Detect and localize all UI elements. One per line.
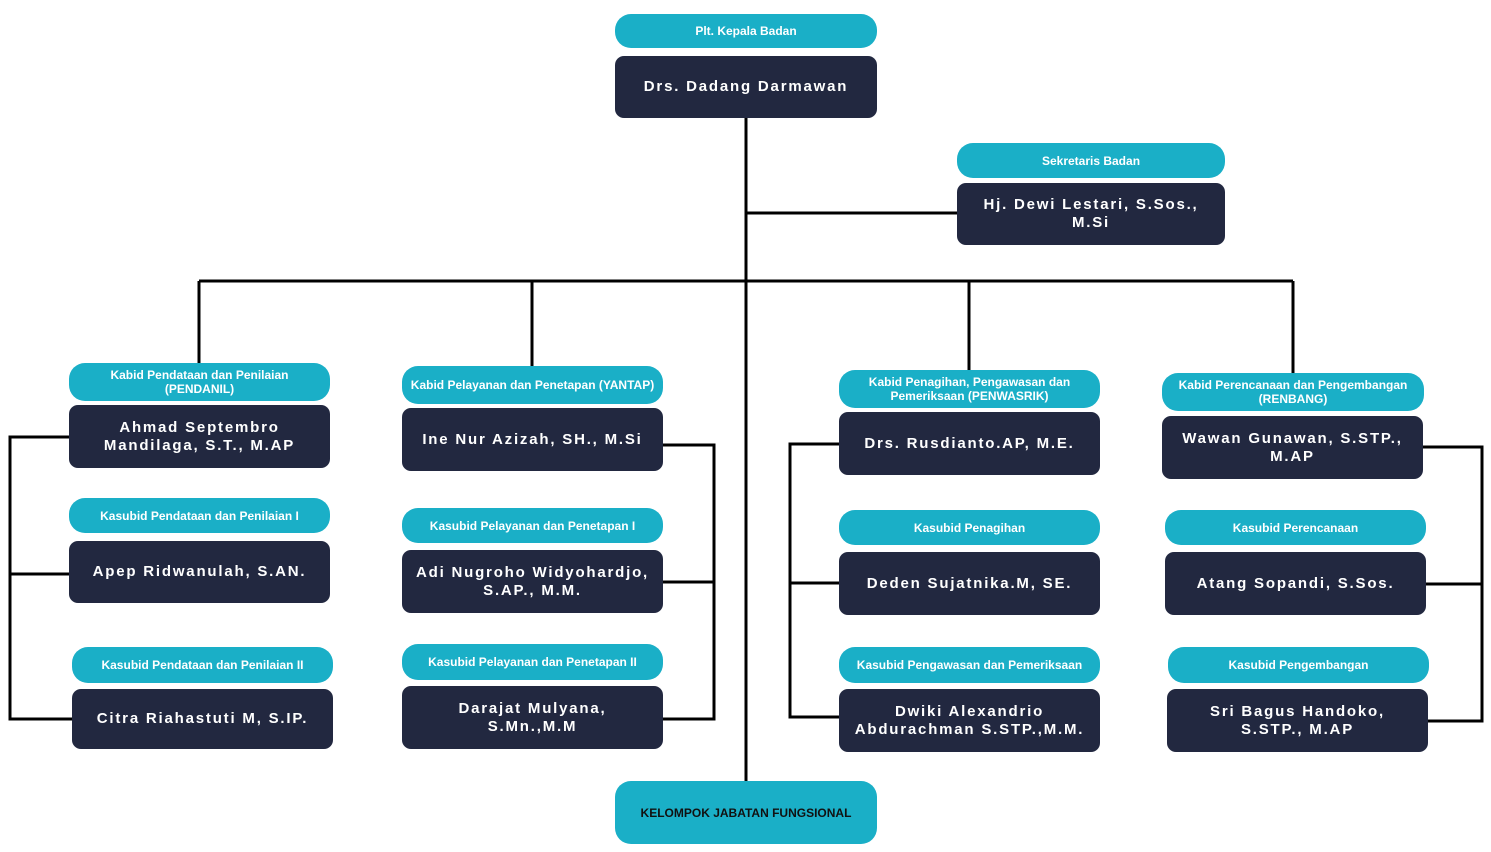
secretary-title: Sekretaris Badan [957, 143, 1225, 178]
kasubid-penagihan-title: Kasubid Penagihan [839, 510, 1100, 545]
kasubid-yantap-1-name: Adi Nugroho Widyohardjo, S.AP., M.M. [402, 550, 663, 613]
kabid-penwasrik-title: Kabid Penagihan, Pengawasan dan Pemeriks… [839, 370, 1100, 408]
kabid-pendanil-name: Ahmad Septembro Mandilaga, S.T., M.AP [69, 405, 330, 468]
kasubid-pendanil-1-name: Apep Ridwanulah, S.AN. [69, 541, 330, 603]
kasubid-pendanil-2-title: Kasubid Pendataan dan Penilaian II [72, 647, 333, 683]
kasubid-pendanil-1-title: Kasubid Pendataan dan Penilaian I [69, 498, 330, 533]
kabid-yantap-name: Ine Nur Azizah, SH., M.Si [402, 408, 663, 471]
kabid-yantap-title: Kabid Pelayanan dan Penetapan (YANTAP) [402, 366, 663, 404]
secretary-name: Hj. Dewi Lestari, S.Sos., M.Si [957, 183, 1225, 245]
functional-group-box: KELOMPOK JABATAN FUNGSIONAL [615, 781, 877, 844]
kasubid-perencanaan-name: Atang Sopandi, S.Sos. [1165, 552, 1426, 615]
kasubid-penagihan-name: Deden Sujatnika.M, SE. [839, 552, 1100, 615]
kasubid-yantap-2-title: Kasubid Pelayanan dan Penetapan II [402, 644, 663, 680]
kabid-pendanil-title: Kabid Pendataan dan Penilaian (PENDANIL) [69, 363, 330, 401]
kasubid-yantap-1-title: Kasubid Pelayanan dan Penetapan I [402, 508, 663, 543]
kasubid-pengembangan-title: Kasubid Pengembangan [1168, 647, 1429, 683]
kabid-renbang-title: Kabid Perencanaan dan Pengembangan (RENB… [1162, 373, 1424, 411]
head-title: Plt. Kepala Badan [615, 14, 877, 48]
kasubid-yantap-2-name: Darajat Mulyana, S.Mn.,M.M [402, 686, 663, 749]
kasubid-pengembangan-name: Sri Bagus Handoko, S.STP., M.AP [1167, 689, 1428, 752]
kasubid-pengawasan-title: Kasubid Pengawasan dan Pemeriksaan [839, 647, 1100, 683]
kasubid-pengawasan-name: Dwiki Alexandrio Abdurachman S.STP.,M.M. [839, 689, 1100, 752]
head-name: Drs. Dadang Darmawan [615, 56, 877, 118]
kasubid-perencanaan-title: Kasubid Perencanaan [1165, 510, 1426, 545]
kasubid-pendanil-2-name: Citra Riahastuti M, S.IP. [72, 689, 333, 749]
kabid-renbang-name: Wawan Gunawan, S.STP., M.AP [1162, 416, 1423, 479]
kabid-penwasrik-name: Drs. Rusdianto.AP, M.E. [839, 412, 1100, 475]
